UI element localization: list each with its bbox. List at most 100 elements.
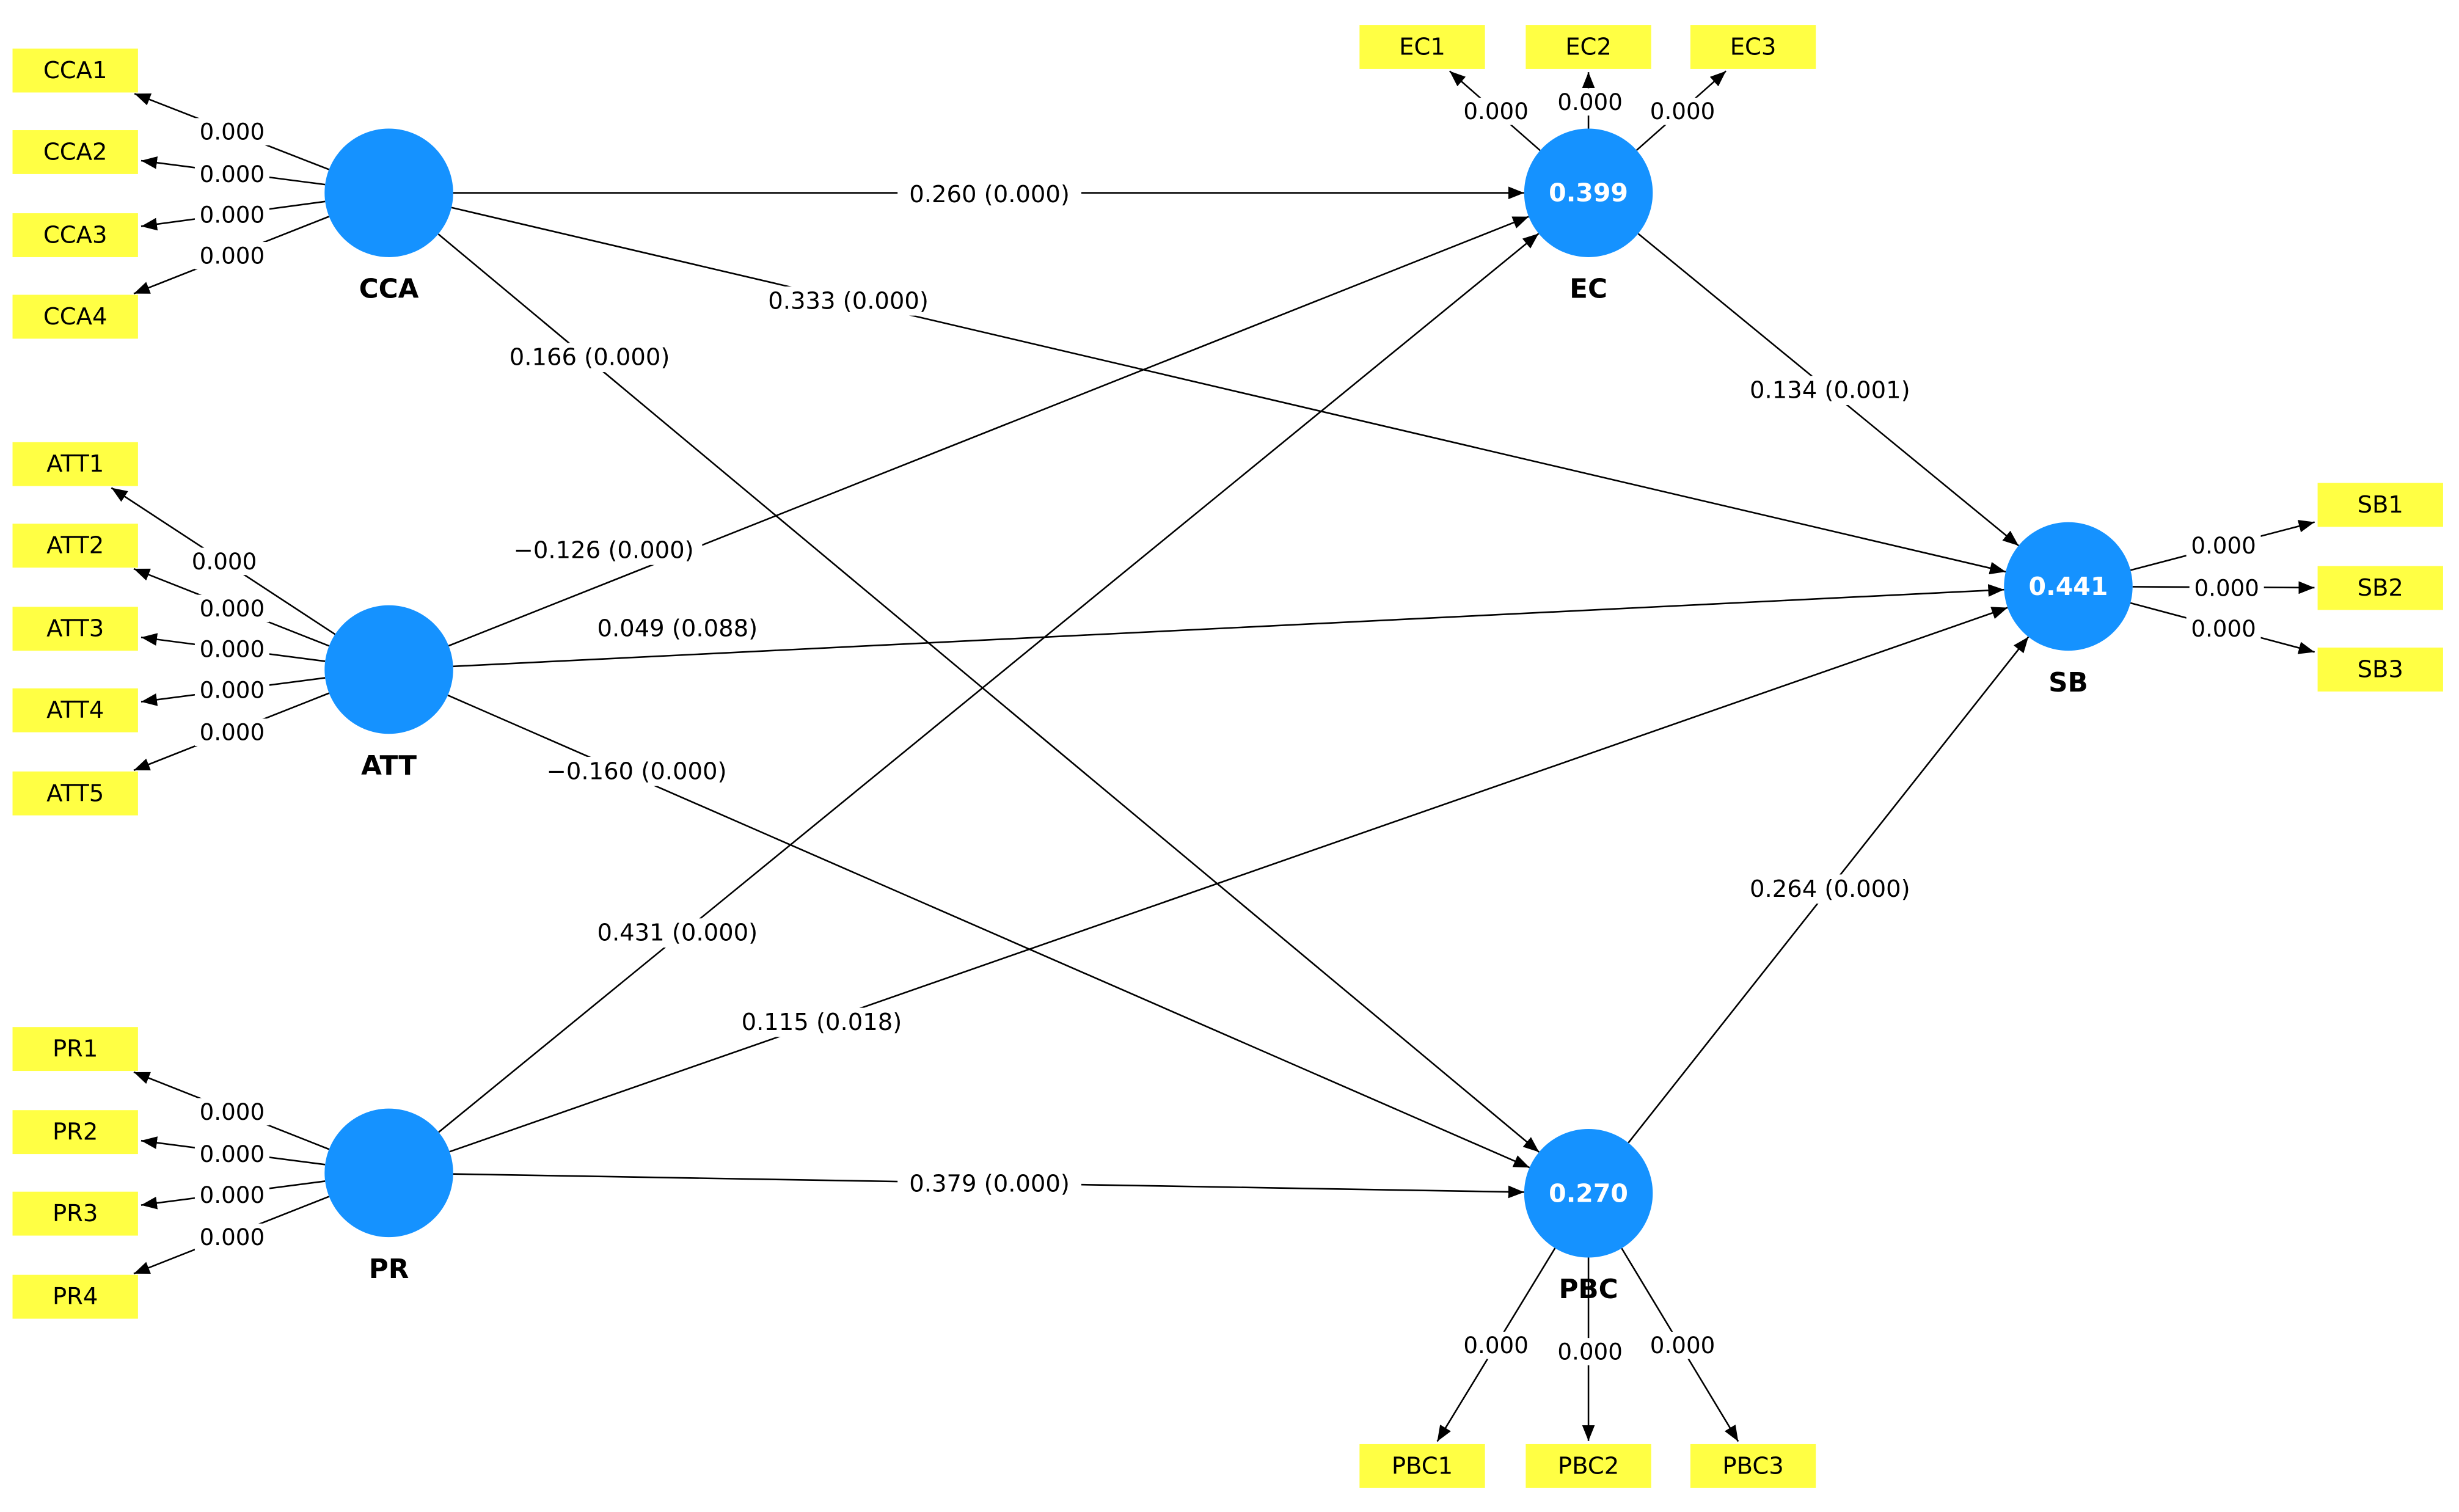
loading-label-background bbox=[194, 201, 269, 228]
loading-value-label: 0.000 bbox=[1650, 98, 1715, 125]
path-coefficient-label: 0.264 (0.000) bbox=[1750, 875, 1910, 903]
indicator-box-pbc1[interactable] bbox=[1359, 1444, 1485, 1488]
indicator-box-pr1[interactable] bbox=[12, 1027, 138, 1072]
latent-name-label: CCA bbox=[359, 274, 419, 305]
loading-value-label: 0.000 bbox=[2191, 615, 2256, 642]
indicator-box-pr4[interactable] bbox=[12, 1274, 138, 1319]
loading-label-background bbox=[1645, 97, 1720, 125]
latent-node-att[interactable] bbox=[324, 605, 453, 734]
indicator-box-att1[interactable] bbox=[12, 442, 138, 486]
loading-value-label: 0.000 bbox=[2191, 532, 2256, 559]
loading-value-label: 0.000 bbox=[200, 595, 265, 622]
path-coefficient-label: 0.431 (0.000) bbox=[597, 919, 758, 947]
path-coefficient-label: 0.166 (0.000) bbox=[510, 344, 670, 371]
path-coefficient-label: 0.379 (0.000) bbox=[909, 1170, 1070, 1197]
latent-node-ec[interactable] bbox=[1524, 128, 1653, 257]
indicator-box-pbc3[interactable] bbox=[1690, 1444, 1816, 1488]
indicator-box-att4[interactable] bbox=[12, 688, 138, 732]
indicator-label: ATT4 bbox=[46, 696, 104, 724]
loading-label-background bbox=[2186, 615, 2261, 643]
latent-name-label: PBC bbox=[1558, 1274, 1618, 1305]
loading-value-label: 0.000 bbox=[1557, 1338, 1623, 1365]
loading-value-label: 0.000 bbox=[1557, 89, 1623, 115]
indicator-label: PBC2 bbox=[1558, 1452, 1619, 1480]
path-arrow-cca-pbc bbox=[437, 233, 1540, 1153]
latent-name-label: ATT bbox=[361, 751, 417, 781]
path-label-background bbox=[897, 1169, 1081, 1199]
indicator-box-ec3[interactable] bbox=[1690, 25, 1816, 69]
loading-value-label: 0.000 bbox=[200, 161, 265, 188]
indicator-label: CCA4 bbox=[43, 303, 108, 331]
loading-label-background bbox=[194, 160, 269, 188]
loading-label-background bbox=[194, 718, 269, 746]
indicator-box-att5[interactable] bbox=[12, 771, 138, 816]
loading-label-background bbox=[194, 1098, 269, 1126]
loading-value-label: 0.000 bbox=[200, 719, 265, 746]
loading-value-label: 0.000 bbox=[200, 1141, 265, 1167]
path-coefficient-label: −0.126 (0.000) bbox=[514, 536, 694, 564]
latent-node-sb[interactable] bbox=[2004, 522, 2133, 651]
indicator-box-sb1[interactable] bbox=[2317, 483, 2443, 527]
loading-value-label: 0.000 bbox=[200, 676, 265, 703]
indicator-box-sb2[interactable] bbox=[2317, 566, 2443, 610]
loading-label-background bbox=[1552, 88, 1628, 116]
r-squared-value: 0.399 bbox=[1549, 178, 1628, 208]
path-arrow-pr-ec bbox=[438, 233, 1540, 1133]
loading-label-background bbox=[194, 118, 269, 145]
path-arrow-cca-sb bbox=[451, 206, 2006, 575]
indicator-box-pr3[interactable] bbox=[12, 1191, 138, 1236]
indicator-label: EC1 bbox=[1399, 34, 1445, 61]
loading-label-background bbox=[1458, 1331, 1533, 1359]
loading-label-background bbox=[194, 1181, 269, 1209]
indicator-box-att2[interactable] bbox=[12, 524, 138, 568]
indicator-box-pbc2[interactable] bbox=[1525, 1444, 1651, 1488]
indicator-box-pr2[interactable] bbox=[12, 1110, 138, 1155]
path-coefficient-label: 0.115 (0.018) bbox=[742, 1009, 902, 1036]
path-label-background bbox=[729, 1007, 914, 1037]
indicator-box-att3[interactable] bbox=[12, 607, 138, 651]
indicator-box-ec1[interactable] bbox=[1359, 25, 1485, 69]
indicator-box-cca1[interactable] bbox=[12, 48, 138, 93]
r-squared-value: 0.270 bbox=[1549, 1178, 1628, 1208]
indicator-label: PR2 bbox=[53, 1119, 98, 1146]
indicator-box-sb3[interactable] bbox=[2317, 648, 2443, 692]
indicator-label: PBC1 bbox=[1392, 1452, 1453, 1480]
indicator-label: CCA1 bbox=[43, 57, 108, 84]
indicator-box-cca4[interactable] bbox=[12, 294, 138, 339]
path-coefficient-label: 0.049 (0.088) bbox=[597, 615, 758, 643]
loading-value-label: 0.000 bbox=[2194, 575, 2259, 602]
r-squared-value: 0.441 bbox=[2029, 572, 2108, 601]
indicator-label: EC3 bbox=[1730, 34, 1777, 61]
loading-label-background bbox=[194, 676, 269, 704]
indicator-label: ATT3 bbox=[46, 615, 104, 643]
latent-node-pbc[interactable] bbox=[1524, 1129, 1653, 1258]
loading-value-label: 0.000 bbox=[1650, 1332, 1715, 1359]
indicator-label: ATT1 bbox=[46, 450, 104, 478]
path-label-background bbox=[497, 343, 682, 373]
path-label-background bbox=[1737, 376, 1922, 405]
indicator-label: CCA2 bbox=[43, 138, 108, 166]
latent-node-pr[interactable] bbox=[324, 1108, 453, 1238]
indicator-box-ec2[interactable] bbox=[1525, 25, 1651, 69]
loading-label-background bbox=[194, 635, 269, 663]
loading-label-background bbox=[194, 594, 269, 623]
loading-label-background bbox=[1552, 1338, 1628, 1365]
indicator-label: ATT5 bbox=[46, 780, 104, 807]
path-arrow-pr-sb bbox=[449, 607, 2008, 1153]
loading-label-background bbox=[194, 1223, 269, 1251]
loading-label-background bbox=[2186, 531, 2261, 560]
indicator-box-cca3[interactable] bbox=[12, 213, 138, 257]
indicator-label: SB3 bbox=[2358, 656, 2403, 683]
indicator-label: PR4 bbox=[53, 1283, 98, 1310]
loading-label-background bbox=[187, 547, 261, 575]
loading-value-label: 0.000 bbox=[200, 202, 265, 228]
path-label-background bbox=[538, 756, 736, 786]
indicator-label: PR3 bbox=[53, 1200, 98, 1227]
indicator-label: SB1 bbox=[2358, 491, 2403, 519]
loading-label-background bbox=[2189, 574, 2264, 602]
latent-node-cca[interactable] bbox=[324, 128, 453, 257]
loading-label-background bbox=[1458, 97, 1533, 125]
path-coefficient-label: 0.134 (0.001) bbox=[1750, 377, 1910, 404]
indicator-box-cca2[interactable] bbox=[12, 130, 138, 174]
